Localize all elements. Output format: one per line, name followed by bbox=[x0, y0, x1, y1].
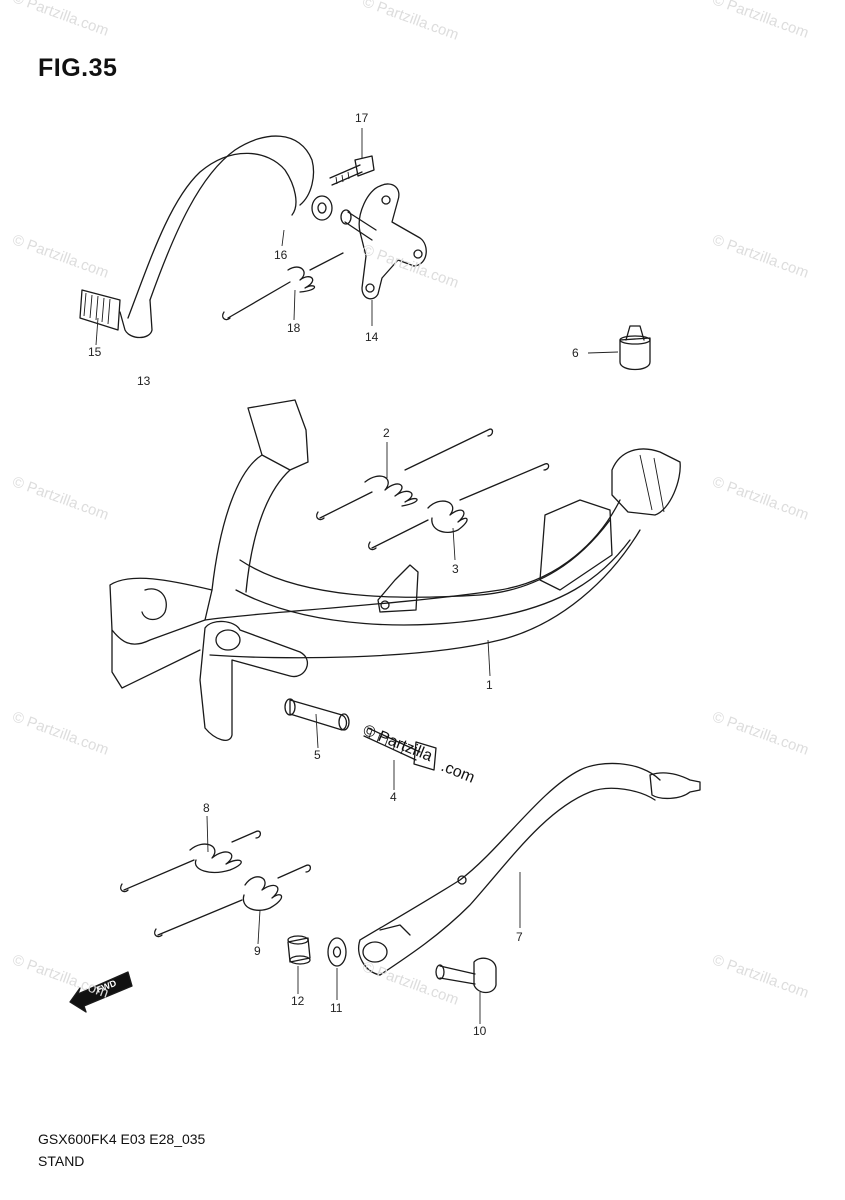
callout-14: 14 bbox=[365, 330, 379, 344]
part-14-bracket bbox=[340, 183, 427, 300]
part-5-collar bbox=[284, 698, 350, 731]
callout-17: 17 bbox=[355, 111, 369, 125]
part-18-spring bbox=[222, 252, 344, 321]
callout-11: 11 bbox=[330, 1001, 343, 1015]
part-1-center-stand bbox=[109, 399, 681, 741]
part-15-brake-pedal bbox=[79, 135, 315, 339]
part-8-spring bbox=[120, 830, 262, 893]
callout-10: 10 bbox=[473, 1024, 487, 1038]
model-code: GSX600FK4 E03 E28_035 bbox=[38, 1131, 206, 1147]
callout-4: 4 bbox=[390, 790, 397, 804]
part-4-bolt bbox=[363, 727, 437, 771]
part-6-stopper bbox=[619, 325, 651, 371]
part-12-collar bbox=[287, 935, 311, 965]
part-16-washer bbox=[311, 195, 333, 221]
part-2-spring bbox=[316, 428, 494, 521]
figure-title: FIG.35 bbox=[38, 54, 118, 82]
leader-lines bbox=[95, 128, 619, 1024]
callout-12: 12 bbox=[291, 994, 305, 1008]
callout-9: 9 bbox=[254, 944, 261, 958]
callout-16: 16 bbox=[274, 248, 288, 262]
part-17-bolt bbox=[329, 155, 375, 186]
callout-6: 6 bbox=[572, 346, 579, 360]
part-9-spring bbox=[154, 864, 312, 938]
callout-8: 8 bbox=[203, 801, 210, 815]
callout-2: 2 bbox=[383, 426, 390, 440]
callout-7: 7 bbox=[516, 930, 523, 944]
part-3-spring bbox=[368, 463, 550, 551]
part-11-washer bbox=[327, 937, 347, 967]
callout-5: 5 bbox=[314, 748, 321, 762]
part-10-pivot-bolt bbox=[435, 957, 497, 994]
svg-text:© Partzilla: © Partzilla bbox=[361, 722, 435, 765]
section-name: STAND bbox=[38, 1153, 85, 1169]
callout-18: 18 bbox=[287, 321, 301, 335]
callout-labels: 17 16 18 14 15 13 6 2 3 1 5 4 8 9 12 11 … bbox=[88, 111, 579, 1038]
part-7-side-stand bbox=[358, 762, 701, 976]
callout-15: 15 bbox=[88, 345, 102, 359]
svg-text:.com: .com bbox=[439, 758, 478, 787]
callout-1: 1 bbox=[486, 678, 493, 692]
callout-13: 13 bbox=[137, 374, 151, 388]
callout-3: 3 bbox=[452, 562, 459, 576]
center-watermark: © Partzilla .com bbox=[361, 722, 478, 787]
